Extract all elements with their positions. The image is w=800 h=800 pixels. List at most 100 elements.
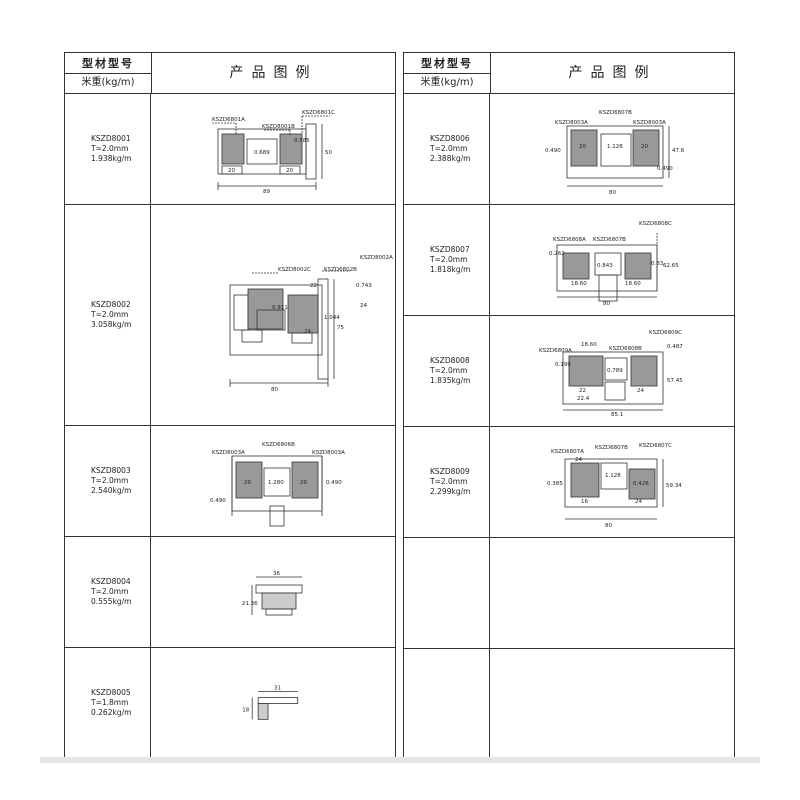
label-height: 21.36: [242, 601, 258, 607]
label-part-b: KSZD6807B: [595, 445, 628, 451]
table-row: [404, 649, 734, 757]
label-dim-24b: 24: [635, 499, 642, 505]
label-dim-1: 20: [228, 168, 235, 174]
table-row: KSZD8001 T=2.0mm 1.938kg/m: [65, 94, 395, 205]
label-part-a: KSZD6801A: [212, 117, 245, 123]
unit-weight: 3.058kg/m: [91, 320, 132, 329]
thickness: T=2.0mm: [430, 144, 468, 153]
model-code: KSZD8006: [430, 134, 470, 143]
spec-cell: KSZD8007 T=2.0mm 1.818kg/m: [404, 205, 490, 315]
spec-cell: KSZD8001 T=2.0mm 1.938kg/m: [65, 94, 151, 204]
label-thickness-right: 0.490: [657, 166, 673, 172]
label-height: 75: [337, 325, 344, 331]
header-weight-label: 米重(kg/m): [81, 77, 135, 88]
model-code: KSZD8009: [430, 467, 470, 476]
label-part-b: KSZD6806B: [262, 442, 295, 448]
spec-cell: KSZD8005 T=1.8mm 0.262kg/m: [65, 648, 151, 757]
label-thickness-2: 0.689: [254, 150, 270, 156]
spec-cell: [404, 538, 490, 648]
table-header: 型材型号 米重(kg/m) 产品图例: [65, 53, 395, 94]
label-width: 80: [609, 190, 616, 196]
label-dim-2: 20: [286, 168, 293, 174]
unit-weight: 1.938kg/m: [91, 154, 132, 163]
model-code: KSZD8003: [91, 466, 131, 475]
label-thickness-right: 0.490: [326, 480, 342, 486]
profile-drawing-svg: KSZD6807B KSZD8003A KSZD8003A 20 1.128 2…: [545, 110, 685, 196]
profile-drawing-svg: 31 18: [242, 686, 299, 720]
header-model-label: 型材型号: [65, 55, 151, 74]
table-row: KSZD8002 T=2.0mm 3.058kg/m: [65, 205, 395, 426]
label-dim-16: 16: [581, 499, 588, 505]
unit-weight: 1.835kg/m: [430, 376, 471, 385]
label-width: 89: [263, 189, 270, 195]
label-part-b: KSZD6808B: [609, 346, 642, 352]
header-model-cell: 型材型号 米重(kg/m): [65, 53, 152, 93]
profile-drawing-svg: KSZD6806B KSZD8003A KSZD8003A 20 1.280 2…: [210, 442, 345, 527]
label-part-c: KSZD6807C: [639, 443, 672, 449]
label-part-b: KSZD6807B: [593, 237, 626, 243]
label-dim-24: 24: [637, 388, 644, 394]
table-row: KSZD8006 T=2.0mm 2.388kg/m KSZD6807B KSZ…: [404, 94, 734, 205]
label-height: 57.45: [667, 378, 683, 384]
label-thickness-1: 0.585: [294, 138, 310, 144]
label-part-a: KSZD6807A: [551, 449, 584, 455]
label-dim-22: 22: [579, 388, 586, 394]
profile-drawing-svg: KSZD8002C KSZD6802B KSZD8002A 22 0.743 0…: [229, 255, 393, 393]
label-width: 80: [605, 523, 612, 529]
thickness: T=2.0mm: [91, 144, 129, 153]
table-row: KSZD8004 T=2.0mm 0.555kg/m 36 21.36: [65, 537, 395, 648]
profile-drawing: KSZD6808C KSZD6808A KSZD6807B 0.262 0.84…: [491, 205, 734, 315]
label-dim-1: 20: [579, 144, 586, 150]
label-thickness-3: 1.044: [324, 315, 340, 321]
label-part-b: KSZD8001B: [262, 124, 295, 130]
label-width: 80: [271, 387, 278, 393]
profile-drawing-svg: KSZD6808C KSZD6808A KSZD6807B 0.262 0.84…: [549, 221, 679, 307]
model-code: KSZD8002: [91, 300, 131, 309]
header-model-cell: 型材型号 米重(kg/m): [404, 53, 491, 93]
spec-cell: [404, 649, 490, 757]
label-part-c: KSZD6808C: [639, 221, 672, 227]
header-weight-label: 米重(kg/m): [420, 77, 474, 88]
label-thickness-mid: 1.128: [605, 473, 621, 479]
table-row: KSZD8009 T=2.0mm 2.299kg/m KSZD6807A KSZ…: [404, 427, 734, 538]
model-code: KSZD8004: [91, 577, 131, 586]
profile-drawing: KSZD6806B KSZD8003A KSZD8003A 20 1.280 2…: [152, 426, 395, 536]
spec-cell: KSZD8004 T=2.0mm 0.555kg/m: [65, 537, 151, 647]
unit-weight: 1.818kg/m: [430, 265, 471, 274]
label-dim-24a: 24: [360, 303, 367, 309]
table-row: KSZD8007 T=2.0mm 1.818kg/m KSZD6808C KSZ…: [404, 205, 734, 316]
label-height: 47.6: [672, 148, 685, 154]
spec-cell: KSZD8006 T=2.0mm 2.388kg/m: [404, 94, 490, 204]
label-dim-1: 20: [244, 480, 251, 486]
label-dim-1: 18.60: [571, 281, 587, 287]
model-code: KSZD8001: [91, 134, 131, 143]
label-height: 18: [242, 707, 249, 713]
unit-weight: 0.555kg/m: [91, 597, 132, 606]
spec-cell: KSZD8009 T=2.0mm 2.299kg/m: [404, 427, 490, 537]
label-thickness: 1.128: [607, 144, 623, 150]
table-row: KSZD8008 T=2.0mm 1.835kg/m KSZD6809C KSZ…: [404, 316, 734, 427]
table-header: 型材型号 米重(kg/m) 产品图例: [404, 53, 734, 94]
label-width: 80: [603, 301, 610, 307]
label-thickness: 1.280: [268, 480, 284, 486]
label-part-a: KSZD6808A: [553, 237, 586, 243]
label-dim-24a: 24: [575, 457, 582, 463]
table-row: KSZD8005 T=1.8mm 0.262kg/m 31 18: [65, 648, 395, 757]
label-part-a: KSZD8002A: [360, 255, 393, 261]
label-part-b: KSZD6802B: [324, 267, 357, 273]
table-row: [404, 538, 734, 649]
spec-cell: KSZD8003 T=2.0mm 2.540kg/m: [65, 426, 151, 536]
header-illustration-label: 产品图例: [568, 65, 657, 81]
label-dim-22: 22: [310, 283, 317, 289]
table-row: KSZD8003 T=2.0mm 2.540kg/m KSZD6806B KSZ…: [65, 426, 395, 537]
model-code: KSZD8005: [91, 687, 131, 697]
profile-drawing-svg: 36 21.36: [242, 571, 303, 616]
model-code: KSZD8008: [430, 356, 470, 365]
profile-drawing: 36 21.36: [152, 537, 395, 647]
header-model-label: 型材型号: [404, 55, 490, 74]
label-thickness-1: 0.743: [356, 283, 372, 289]
label-part-b: KSZD6807B: [599, 110, 632, 116]
thickness: T=2.0mm: [91, 587, 129, 596]
label-thickness-right: 0.83: [651, 261, 664, 267]
left-product-table: 型材型号 米重(kg/m) 产品图例 KSZD8001 T=2.0mm 1.93…: [64, 52, 396, 758]
